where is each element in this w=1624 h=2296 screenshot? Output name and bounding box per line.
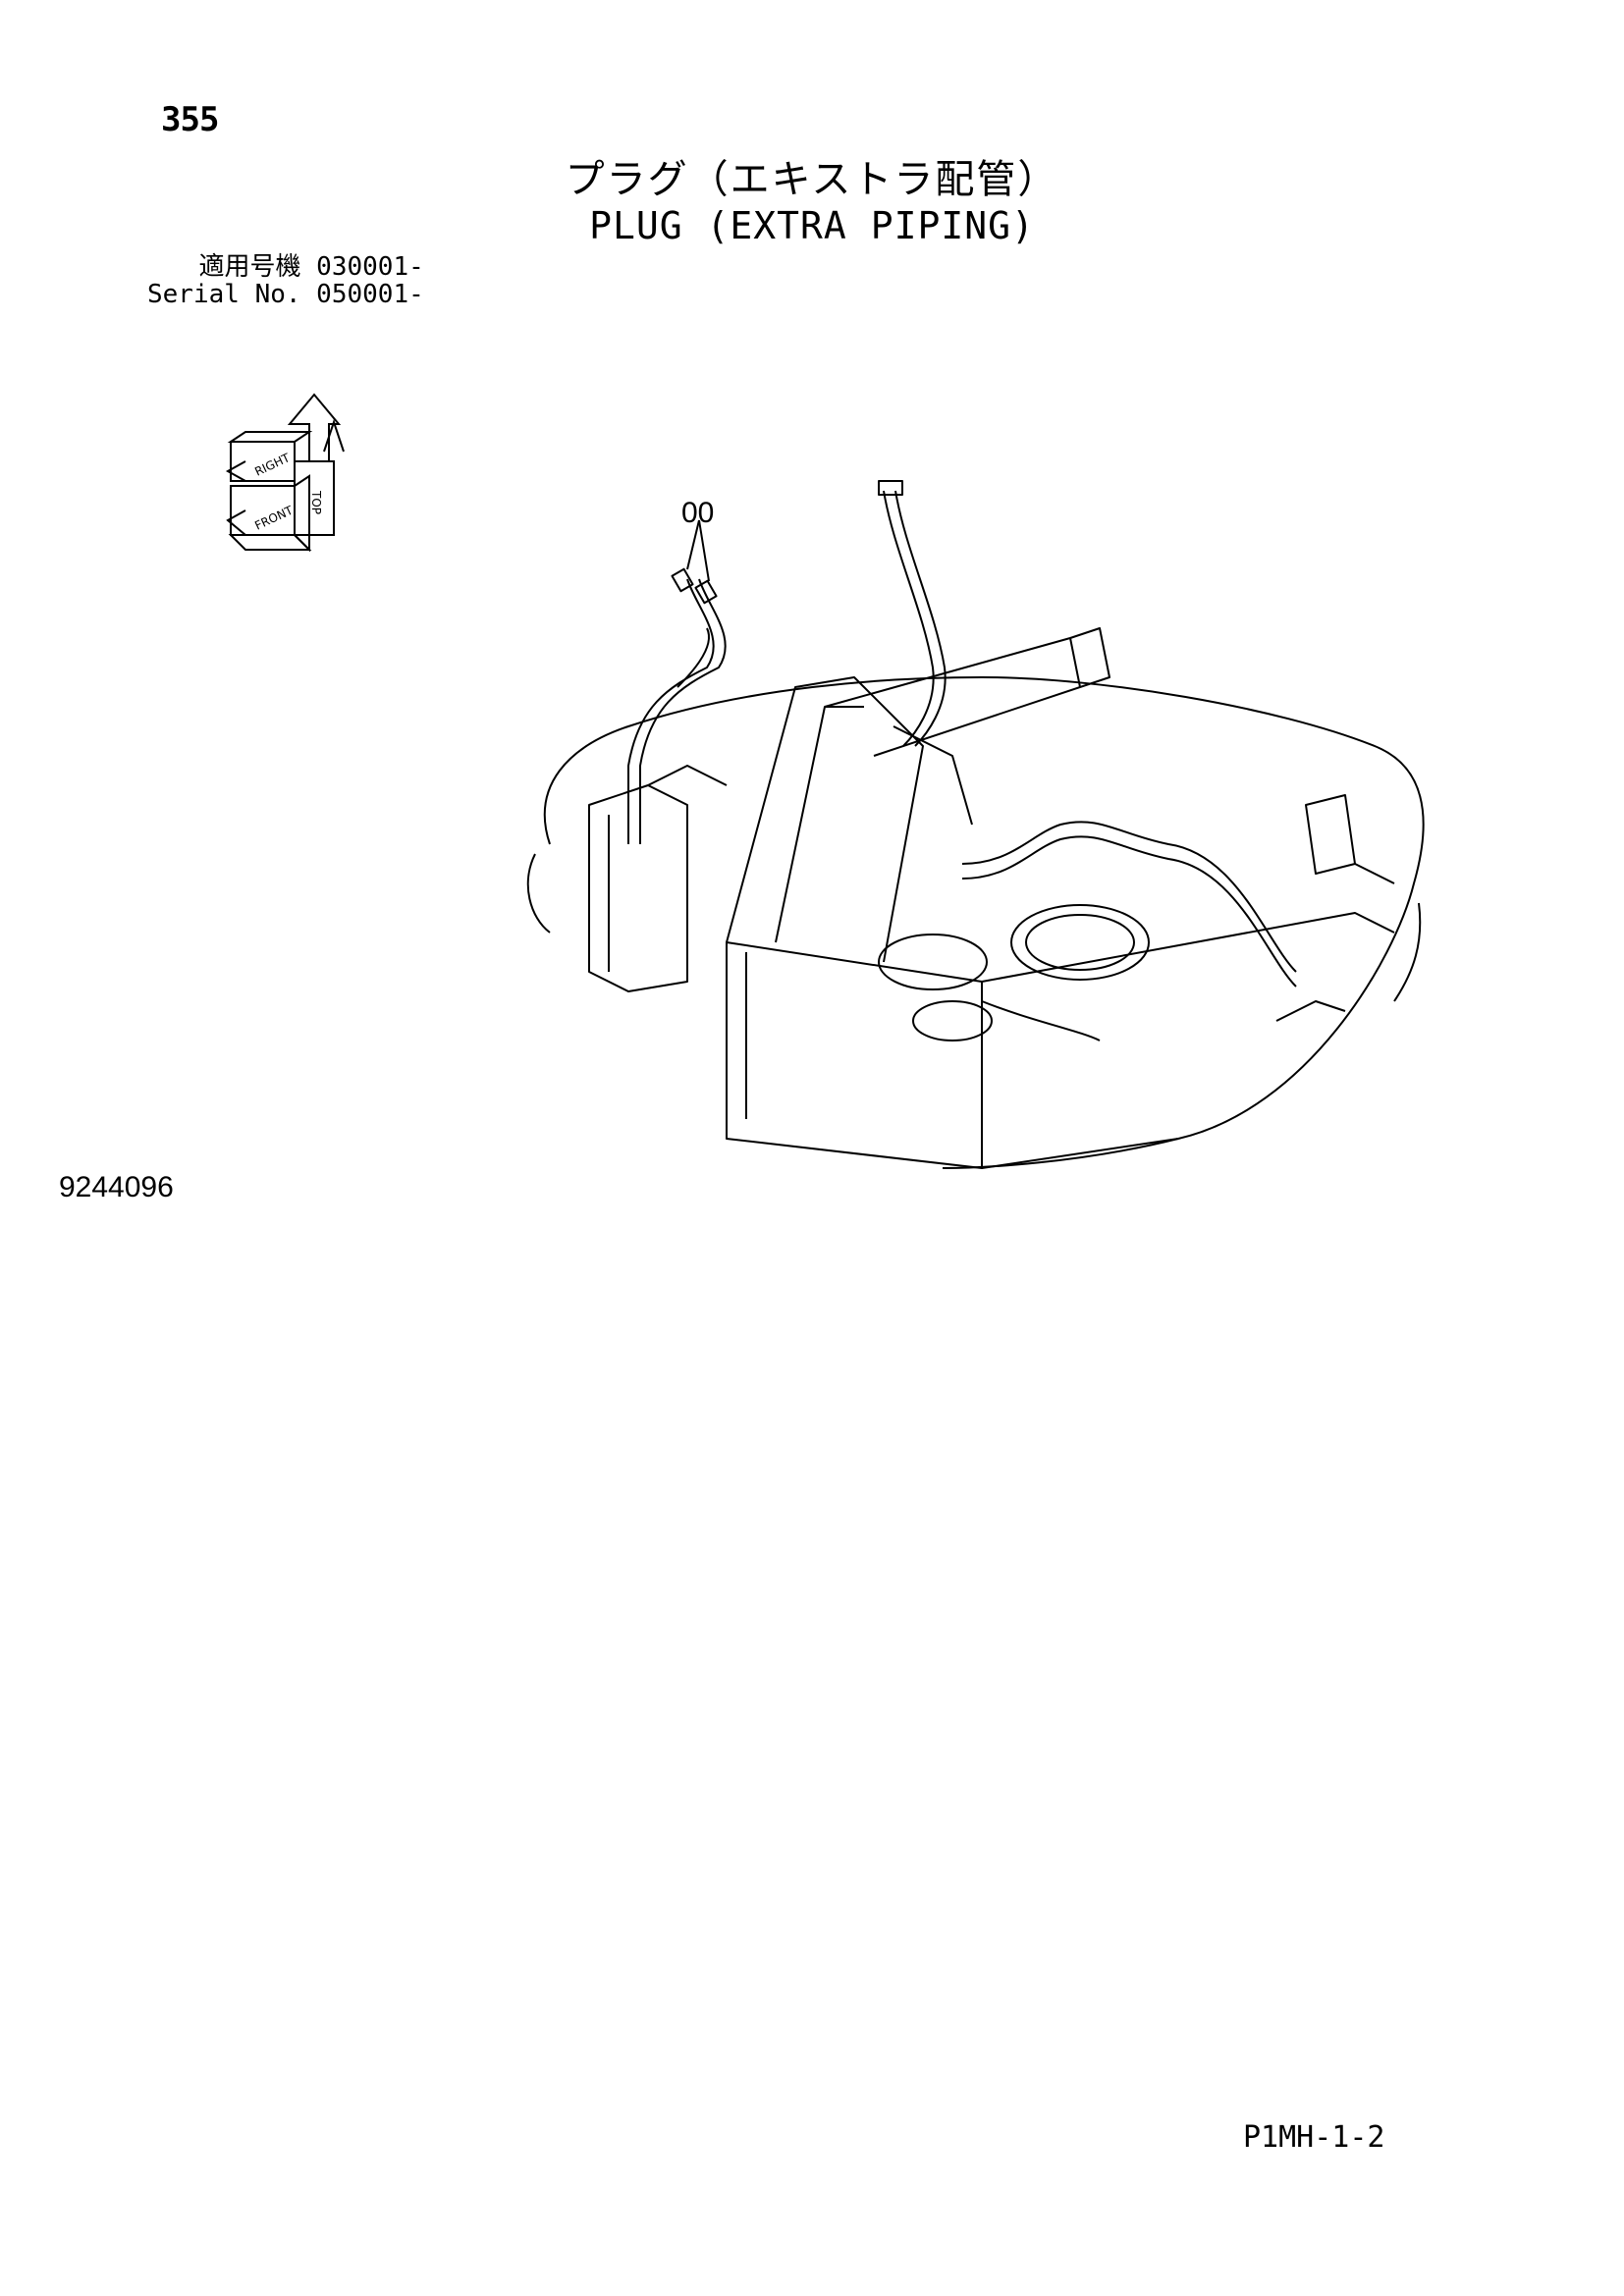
orientation-label-top: TOP xyxy=(309,490,323,514)
page-number: 355 xyxy=(161,100,219,139)
upper-frame-drawing xyxy=(526,480,1425,1169)
orientation-indicator: RIGHT FRONT TOP xyxy=(225,393,345,553)
page-title-english: PLUG (EXTRA PIPING) xyxy=(589,204,1035,247)
part-callout-label: 00 xyxy=(681,497,715,529)
serial-number-english: Serial No. 050001- xyxy=(147,280,424,309)
serial-number-japanese: 適用号機 030001- xyxy=(198,252,424,282)
serial-info: 適用号機 030001- Serial No. 050001- xyxy=(147,253,424,308)
orientation-label-right: RIGHT xyxy=(252,451,293,479)
orientation-label-front: FRONT xyxy=(252,503,296,532)
page-code: P1MH-1-2 xyxy=(1243,2120,1385,2155)
drawing-number: 9244096 xyxy=(59,1171,174,1203)
page-title-japanese: プラグ（エキストラ配管） xyxy=(565,157,1059,202)
